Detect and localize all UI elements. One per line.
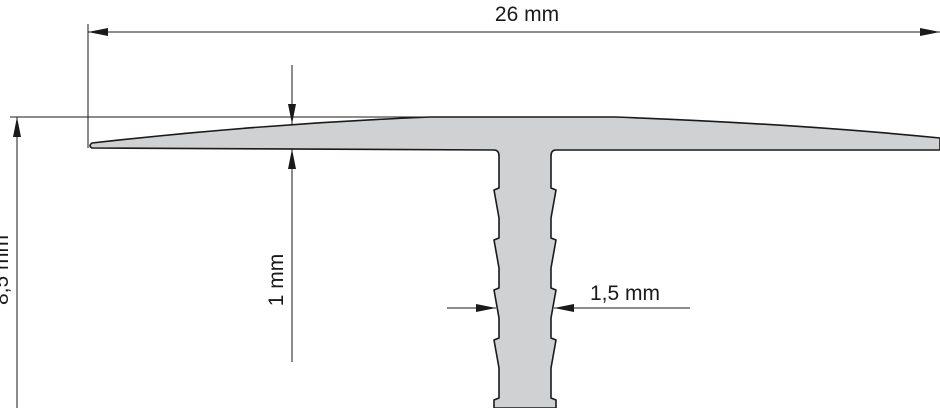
t-profile-shape: [89, 116, 940, 408]
stem-width-label: 1,5 mm: [590, 282, 660, 305]
thickness-label: 1 mm: [265, 254, 288, 307]
height-label: 8,5 mm: [0, 235, 13, 305]
width-label: 26 mm: [495, 3, 559, 26]
